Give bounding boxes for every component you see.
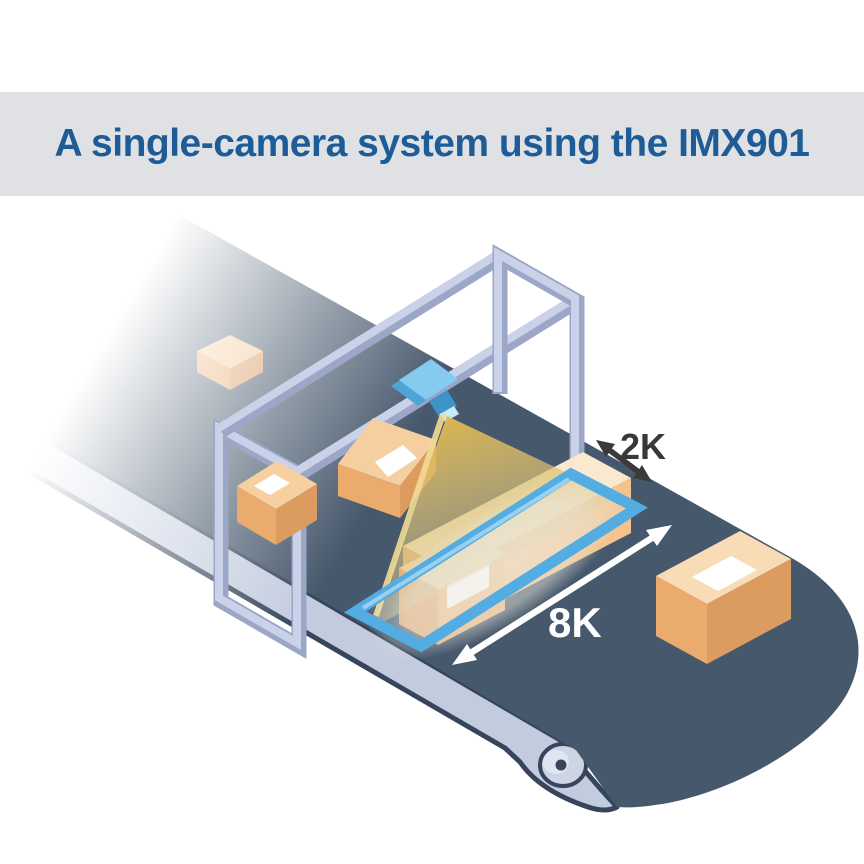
gantry-right-ring <box>492 244 585 494</box>
parcel-box-faded <box>197 335 263 390</box>
gantry-left-ring <box>213 418 307 659</box>
scan-height-dimension: 2K <box>596 426 666 482</box>
scan-area-frame <box>343 467 649 653</box>
scan-width-label: 8K <box>548 599 602 646</box>
box-label <box>254 474 290 495</box>
line-scan-camera-icon <box>391 359 459 422</box>
gantry-far-beam <box>216 250 504 438</box>
parcel-box-left <box>237 461 317 545</box>
light-footprint <box>368 475 626 661</box>
arrow-head <box>596 440 615 457</box>
arrow-head <box>646 525 672 546</box>
banner-title: A single-camera system using the IMX901 <box>54 122 810 165</box>
belt-roller <box>538 742 588 788</box>
box-label <box>692 556 757 591</box>
arrow-head <box>452 644 477 665</box>
parcel-box-right <box>656 531 791 664</box>
scan-height-label: 2K <box>620 426 666 467</box>
box-label <box>375 445 417 477</box>
scan-width-dimension: 8K <box>452 525 672 665</box>
title-banner: A single-camera system using the IMX901 <box>0 92 864 196</box>
arrow-head <box>633 465 652 482</box>
